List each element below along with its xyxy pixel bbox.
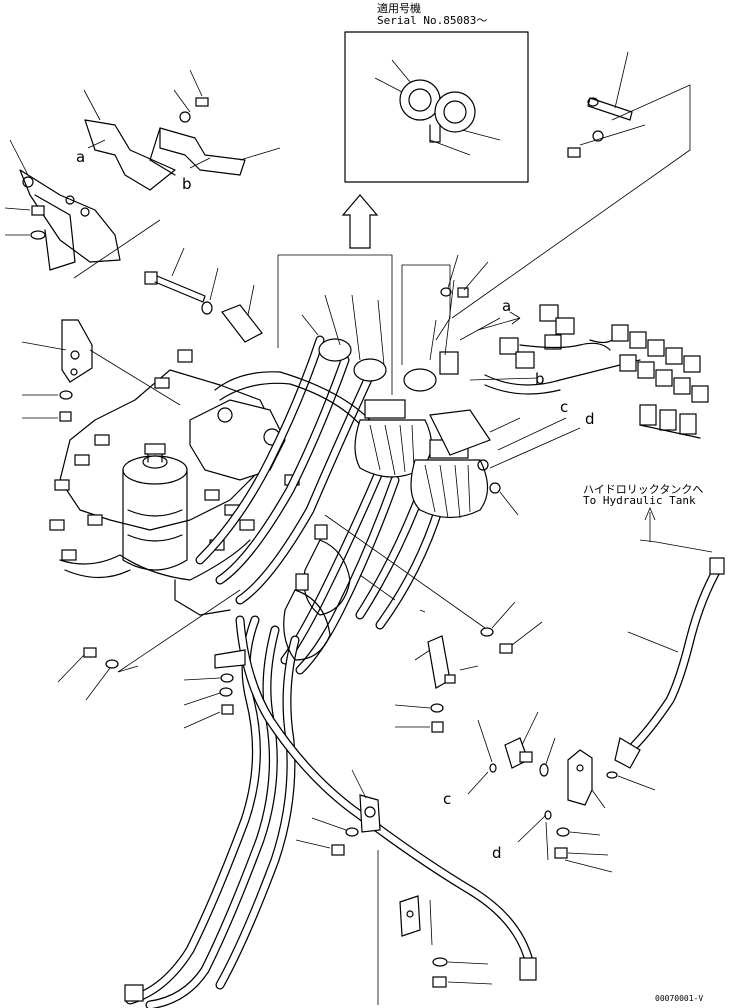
top-right-bar (451, 51, 691, 319)
callout-c-lower: c (443, 790, 452, 808)
cd-leaders (477, 311, 521, 331)
relay-block (611, 324, 709, 439)
callout-a-top: a (76, 148, 86, 166)
valve-assembly (49, 349, 300, 616)
right-middle-hardware (394, 601, 543, 733)
callout-a-right: a (502, 297, 512, 315)
callout-d-lower: d (492, 844, 502, 862)
bracket-a (19, 119, 176, 271)
right-bracket (517, 749, 656, 873)
tank-note-jp: ハイドロリックタンクへ (583, 483, 704, 496)
top-left-leaders (4, 69, 281, 279)
lower-clamp (295, 769, 493, 1005)
inset-clamp (399, 79, 476, 143)
inset-arrow (341, 194, 379, 249)
top-center-hardware (440, 254, 489, 298)
applicable-models-label: 適用号機 (377, 2, 421, 15)
left-bracket (21, 319, 181, 422)
callout-c-right: c (560, 398, 569, 416)
leader-frames (277, 254, 451, 395)
filter-boots (318, 338, 501, 519)
bracket-b (149, 127, 246, 176)
lower-left-hardware (57, 589, 241, 701)
serial-inset (344, 31, 529, 183)
long-bolt (144, 247, 263, 343)
tank-hose (614, 506, 725, 769)
callout-b-top: b (182, 175, 192, 193)
serial-number-label: Serial No.85083～ (377, 14, 488, 27)
callout-b-right: b (535, 370, 545, 388)
connector-cluster (484, 304, 709, 439)
drawing-number: 00070001-V (655, 994, 704, 1003)
callout-d-right: d (585, 410, 595, 428)
center-clamps (183, 524, 351, 729)
tank-note-en: To Hydraulic Tank (583, 494, 696, 507)
hose-bundle (124, 335, 537, 1008)
center-leaders (301, 279, 581, 629)
elbow-fitting (467, 711, 556, 795)
top-left-bolts (30, 97, 209, 240)
motor-cylinder (122, 443, 188, 571)
